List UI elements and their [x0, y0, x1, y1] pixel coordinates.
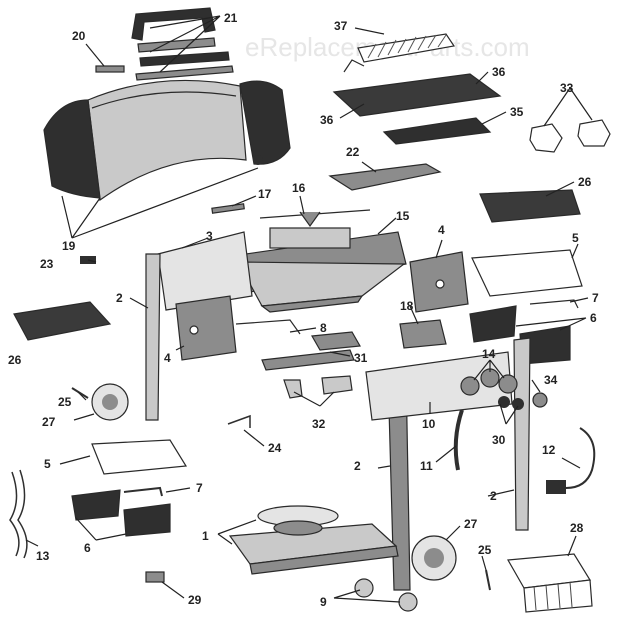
callout-5-right: 5: [572, 231, 579, 245]
callout-14: 14: [482, 347, 496, 361]
shelf-frame-left: [91, 439, 188, 475]
callout-25-left: 25: [58, 395, 72, 409]
callout-32: 32: [312, 417, 326, 431]
bracket: [259, 209, 371, 228]
side-shelf-left: [13, 301, 112, 341]
frame-leg-right: [513, 337, 531, 531]
frame-leg-left-rear: [145, 253, 161, 421]
callout-24: 24: [268, 441, 282, 455]
cookbox: [231, 227, 407, 313]
callout-4-left: 4: [164, 351, 171, 365]
callout-33: 33: [560, 81, 574, 95]
heat-deflector: [328, 163, 442, 191]
callout-21: 21: [224, 11, 238, 25]
callout-9: 9: [320, 595, 327, 609]
callout-23: 23: [40, 257, 54, 271]
callout-2-front: 2: [354, 459, 361, 473]
callout-25-right: 25: [478, 543, 492, 557]
shelf-bracket-left: [123, 486, 163, 497]
burner-bracket: [399, 319, 447, 349]
callout-36-left: 36: [320, 113, 334, 127]
side-shelf-right: [479, 189, 581, 223]
callout-36-right: 36: [492, 65, 506, 79]
axle-bolt-left: [71, 387, 89, 399]
callout-27-left: 27: [42, 415, 56, 429]
callout-16: 16: [292, 181, 306, 195]
callout-7-left: 7: [196, 481, 203, 495]
callout-27-right: 27: [464, 517, 478, 531]
lid-pin: [211, 203, 245, 214]
callout-31: 31: [354, 351, 368, 365]
callout-18: 18: [400, 299, 414, 313]
storage-basket: [507, 553, 593, 613]
callout-19: 19: [62, 239, 76, 253]
flavorizer-bar: [382, 117, 492, 145]
frame-panel-left: [175, 295, 237, 361]
callout-26-left: 26: [8, 353, 22, 367]
thermometer-bar: [95, 65, 125, 73]
callout-17: 17: [258, 187, 272, 201]
slide-tray: [261, 349, 355, 371]
callout-20: 20: [72, 29, 86, 43]
side-panel-left-b: [123, 503, 171, 537]
tool-hook: [227, 414, 251, 428]
callout-7-right: 7: [592, 291, 599, 305]
callout-8: 8: [320, 321, 327, 335]
small-block: [145, 571, 165, 583]
callout-29: 29: [188, 593, 202, 607]
side-panel-left-a: [71, 489, 121, 521]
callout-26-right: 26: [578, 175, 592, 189]
callout-13: 13: [36, 549, 50, 563]
back-frame: [157, 231, 253, 311]
shelf-bracket-right: [529, 299, 579, 309]
regulator: [546, 427, 596, 494]
gas-hose: [453, 409, 464, 471]
callout-2-right: 2: [490, 489, 497, 503]
catch-pan-holder: [311, 331, 361, 351]
callout-35: 35: [510, 105, 524, 119]
callout-12: 12: [542, 443, 556, 457]
wire: [9, 471, 20, 557]
callout-30: 30: [492, 433, 506, 447]
callout-5-left: 5: [44, 457, 51, 471]
callout-15: 15: [396, 209, 410, 223]
callout-2-left: 2: [116, 291, 123, 305]
callout-4-right: 4: [438, 223, 445, 237]
wheel-left: [91, 383, 129, 421]
bottom-tray: [228, 505, 399, 575]
callout-6-right: 6: [590, 311, 597, 325]
callout-22: 22: [346, 145, 360, 159]
axle-bolt-right: [485, 569, 491, 591]
callout-6-left: 6: [84, 541, 91, 555]
ignitor-button: [532, 392, 548, 408]
burner-tube: [235, 319, 301, 335]
shelf-frame-right: [471, 249, 583, 297]
callout-34: 34: [544, 373, 558, 387]
control-knobs: [460, 368, 518, 396]
side-panel-right-a: [469, 305, 517, 343]
grease-tray-right: [321, 375, 353, 395]
ignitor-knobs: [498, 396, 524, 410]
burner-clips: [529, 119, 611, 153]
callout-11: 11: [420, 459, 433, 473]
cooking-grate: [332, 73, 502, 117]
warming-rack: [343, 33, 456, 73]
callout-28: 28: [570, 521, 584, 535]
callout-3: 3: [206, 229, 213, 243]
wheel-right: [411, 535, 457, 581]
callout-1: 1: [202, 529, 209, 543]
frame-panel-right: [409, 251, 469, 313]
lid-assembly: [43, 79, 291, 202]
callout-37: 37: [334, 19, 348, 33]
callout-10: 10: [422, 417, 436, 431]
